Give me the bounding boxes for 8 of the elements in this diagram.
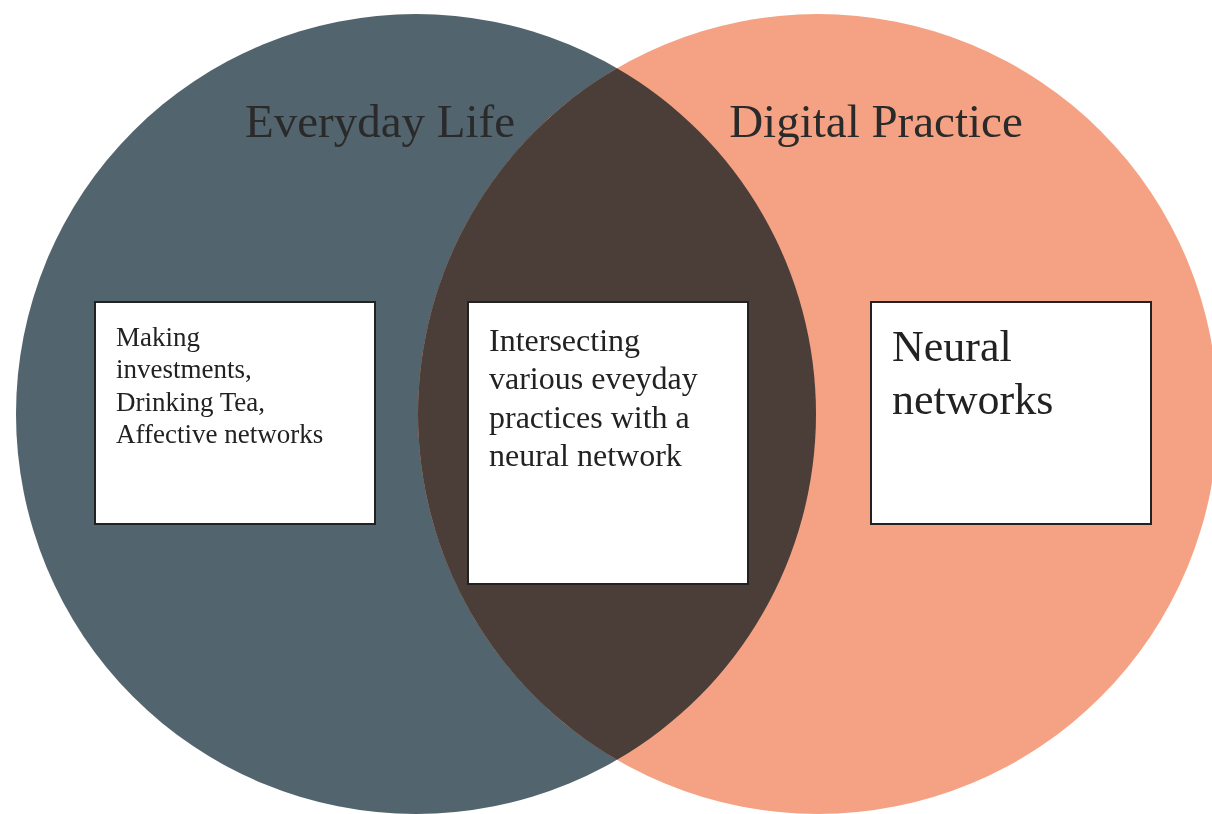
text-card	[467, 301, 749, 585]
card-text: Intersecting various eveyday practices with a neural network	[489, 321, 699, 475]
card-text: Neural networks	[892, 321, 1055, 426]
set-heading: Everyday Life	[244, 94, 516, 148]
text-card	[870, 301, 1152, 525]
set-heading: Digital Practice	[729, 94, 1023, 148]
text-card	[94, 301, 376, 525]
card-text: Making investments, Drinking Tea, Affective networks	[116, 321, 325, 451]
